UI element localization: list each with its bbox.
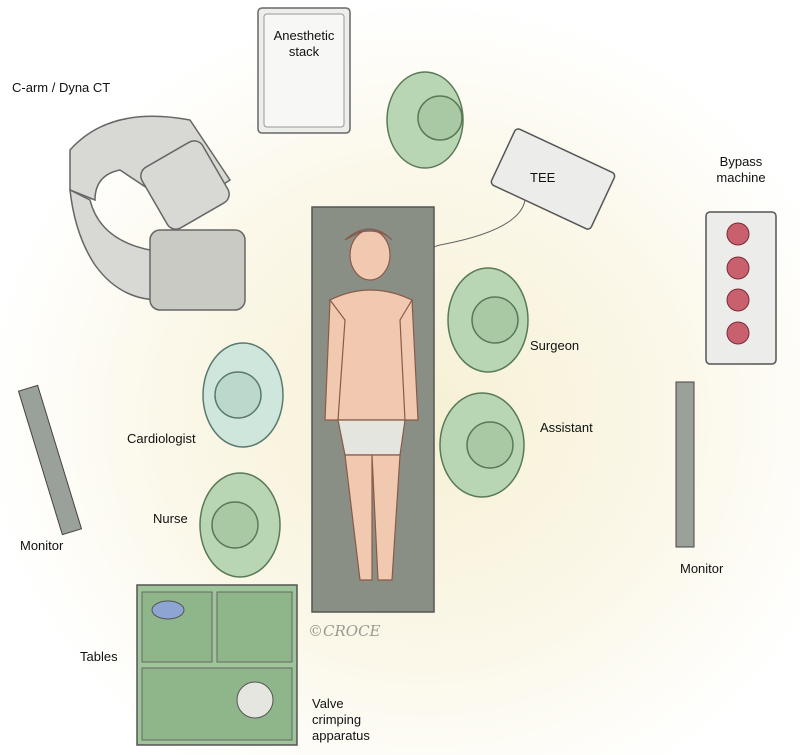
label-bypass-machine: Bypass machine	[716, 154, 766, 185]
label-tee: TEE	[530, 170, 556, 185]
assistant	[439, 392, 525, 498]
pump-head	[726, 222, 750, 246]
monitor-left	[17, 384, 83, 536]
label-monitor-right: Monitor	[680, 561, 724, 576]
label-surgeon: Surgeon	[530, 338, 580, 353]
label-cardiologist: Cardiologist	[127, 431, 196, 446]
monitor-right	[675, 381, 695, 548]
label-anesthetic-stack: Anesthetic stack	[273, 28, 335, 59]
anesthetic-stack-panel	[263, 13, 345, 128]
tee-machine	[490, 128, 616, 230]
label-assistant: Assistant	[540, 420, 593, 435]
c-arm-machine	[69, 115, 246, 311]
label-monitor-left: Monitor	[20, 538, 64, 553]
valve-crimping-apparatus	[236, 681, 274, 719]
artist-signature: ©CROCE	[308, 622, 381, 640]
patient	[324, 228, 419, 581]
anesthetist	[386, 71, 464, 169]
surgeon	[447, 267, 529, 373]
pump-head	[726, 288, 750, 312]
tee-cable	[384, 199, 526, 263]
label-c-arm: C-arm / Dyna CT	[12, 80, 111, 95]
label-valve-crimping-apparatus: Valve crimping apparatus	[312, 696, 370, 743]
label-tables: Tables	[80, 649, 118, 664]
label-nurse: Nurse	[153, 511, 188, 526]
pump-head	[726, 321, 750, 345]
nurse	[199, 472, 281, 578]
instrument-tables	[136, 584, 298, 746]
cardiologist	[202, 342, 284, 448]
bypass-machine	[705, 211, 777, 365]
pump-head	[726, 256, 750, 280]
